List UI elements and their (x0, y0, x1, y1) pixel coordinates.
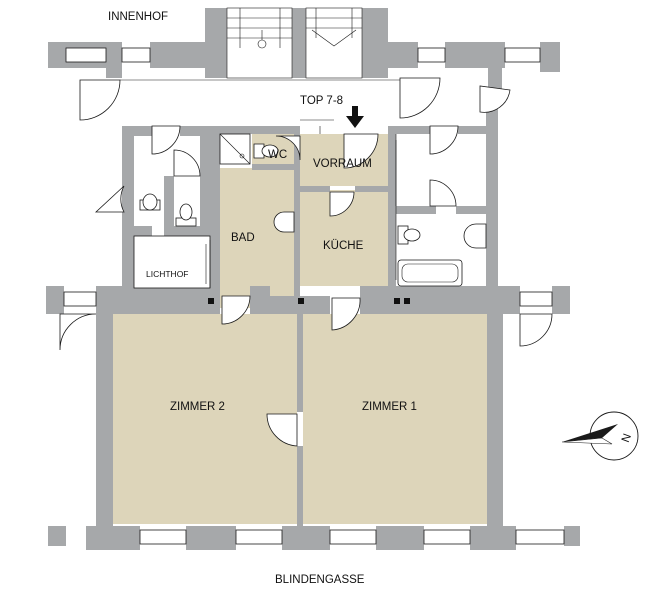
walls (46, 8, 580, 550)
label-kueche: KÜCHE (323, 240, 364, 252)
door-zimmer-1[interactable] (331, 297, 361, 331)
entrance-arrow-icon (346, 106, 364, 128)
lichthof-area (133, 235, 211, 289)
door-left-hall[interactable] (151, 125, 181, 155)
door-bad[interactable] (221, 295, 251, 325)
door-hall-left[interactable] (79, 79, 121, 121)
door-wc-left-2[interactable] (173, 149, 201, 177)
label-lichthof: LICHTHOF (146, 269, 189, 279)
door-left-side[interactable] (59, 313, 97, 351)
bathtub-right (397, 259, 463, 287)
wash-basin-right (463, 223, 487, 249)
label-innenhof: INNENHOF (108, 11, 168, 23)
compass-icon: N (561, 411, 639, 461)
toilet-wc (253, 143, 265, 159)
door-right-side[interactable] (519, 313, 553, 347)
label-blindengasse: BLINDENGASSE (275, 574, 365, 586)
door-connecting[interactable] (266, 413, 298, 447)
label-bad: BAD (231, 232, 255, 244)
room-zimmer-2[interactable] (113, 314, 297, 524)
door-hall-right[interactable] (399, 77, 441, 119)
hall-lines (120, 79, 400, 280)
label-wc: WC (268, 149, 287, 161)
door-right-bath[interactable] (429, 179, 457, 207)
label-zimmer-2: ZIMMER 2 (170, 401, 225, 413)
door-entrance[interactable] (343, 133, 379, 169)
fixtures (133, 133, 487, 304)
compass-label: N (620, 432, 634, 444)
door-wc-left[interactable] (94, 185, 125, 213)
door-right-hall[interactable] (429, 125, 459, 155)
door-right-upper[interactable] (479, 85, 511, 113)
toilet-right (403, 228, 421, 242)
label-top: TOP 7-8 (300, 95, 343, 107)
room-zimmer-1[interactable] (303, 314, 487, 524)
wash-basin-bad (273, 211, 295, 233)
staircase (226, 7, 363, 79)
toilet-left-1 (142, 193, 158, 211)
label-vorraum: VORRAUM (313, 158, 372, 170)
room-bad[interactable] (219, 168, 294, 308)
label-zimmer-1: ZIMMER 1 (362, 401, 417, 413)
doors (59, 77, 553, 447)
toilet-left-2 (179, 203, 193, 221)
door-wc[interactable] (275, 135, 301, 161)
windows (63, 47, 565, 545)
door-kueche[interactable] (329, 191, 355, 217)
